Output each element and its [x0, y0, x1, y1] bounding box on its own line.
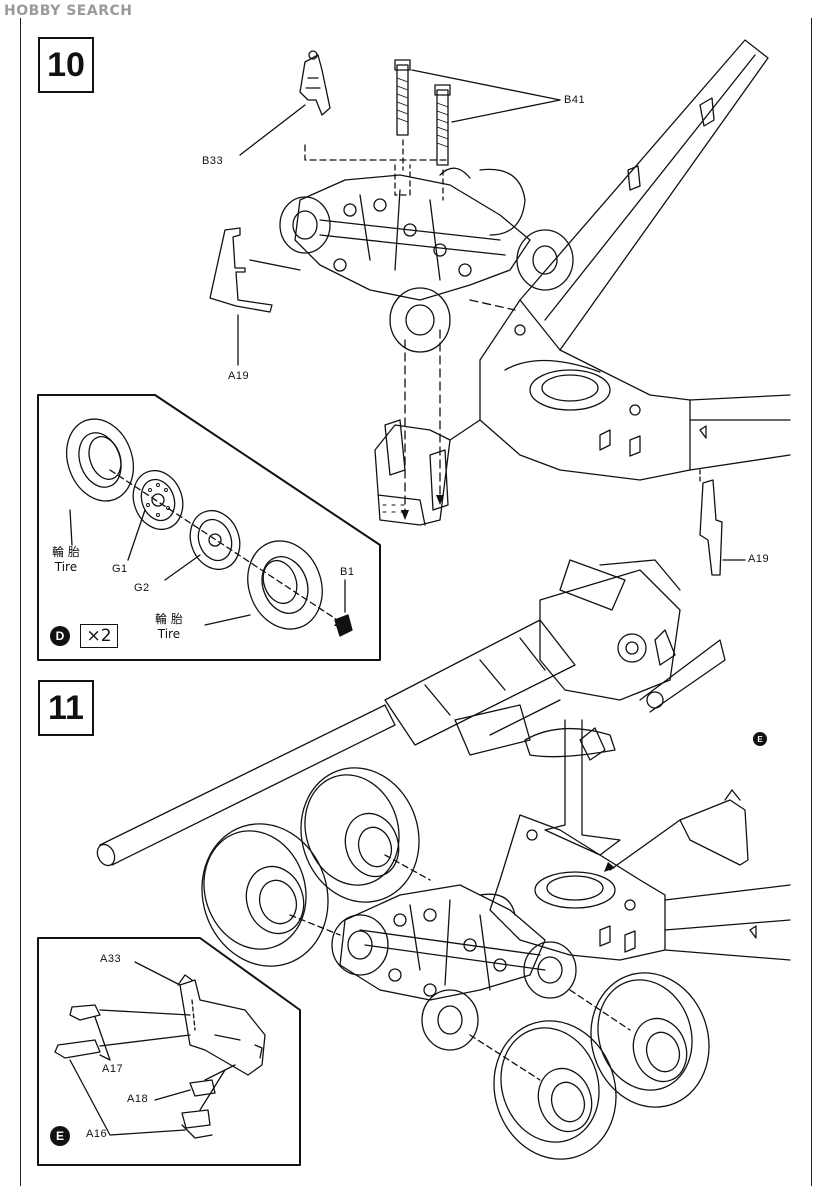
- big-wheels-left: [184, 752, 436, 982]
- step-number-11: 11: [38, 680, 94, 736]
- part-a19-left: [210, 228, 300, 365]
- label-tire-1-jp: 輪 胎: [52, 545, 80, 559]
- label-tire-2: 輪 胎 Tire: [155, 612, 183, 642]
- inset-e-frame: [38, 938, 300, 1165]
- label-g2: G2: [134, 582, 150, 594]
- label-a16: A16: [86, 1128, 108, 1140]
- label-tire-1: 輪 胎 Tire: [52, 545, 80, 575]
- label-a19-right: A19: [748, 553, 770, 565]
- label-tire-1-en: Tire: [54, 560, 78, 574]
- carriage-trail-lower: [490, 790, 790, 960]
- label-b41: B41: [564, 94, 586, 106]
- page-frame: [20, 18, 812, 1186]
- label-b1: B1: [340, 566, 355, 578]
- bogie-upper: [280, 145, 573, 352]
- bogie-lower: [332, 885, 576, 1050]
- gun-barrel: [94, 560, 725, 868]
- big-wheels-right: [470, 957, 726, 1175]
- inset-d-frame: [38, 395, 380, 660]
- subassembly-e-badge: E: [50, 1126, 70, 1146]
- step-number-10: 10: [38, 37, 94, 93]
- label-a18: A18: [127, 1093, 149, 1105]
- part-b33: [240, 51, 330, 155]
- label-tire-2-en: Tire: [157, 627, 181, 641]
- label-g1: G1: [112, 563, 128, 575]
- label-a19-left: A19: [228, 370, 250, 382]
- subassembly-d-badge: D: [50, 626, 70, 646]
- part-a19-right: [700, 470, 745, 575]
- label-a17: A17: [102, 1063, 124, 1075]
- label-a33: A33: [100, 953, 122, 965]
- watermark: HOBBY SEARCH: [4, 3, 133, 19]
- carriage-trail-upper: [375, 40, 790, 525]
- pin-b41: [395, 60, 560, 200]
- inset-e-parts: [55, 962, 265, 1138]
- inset-d-wheel: [56, 410, 352, 640]
- subassembly-e-marker: E: [753, 732, 767, 746]
- subassembly-d-quantity: ×2: [80, 624, 118, 648]
- label-b33: B33: [202, 155, 224, 167]
- label-tire-2-jp: 輪 胎: [155, 612, 183, 626]
